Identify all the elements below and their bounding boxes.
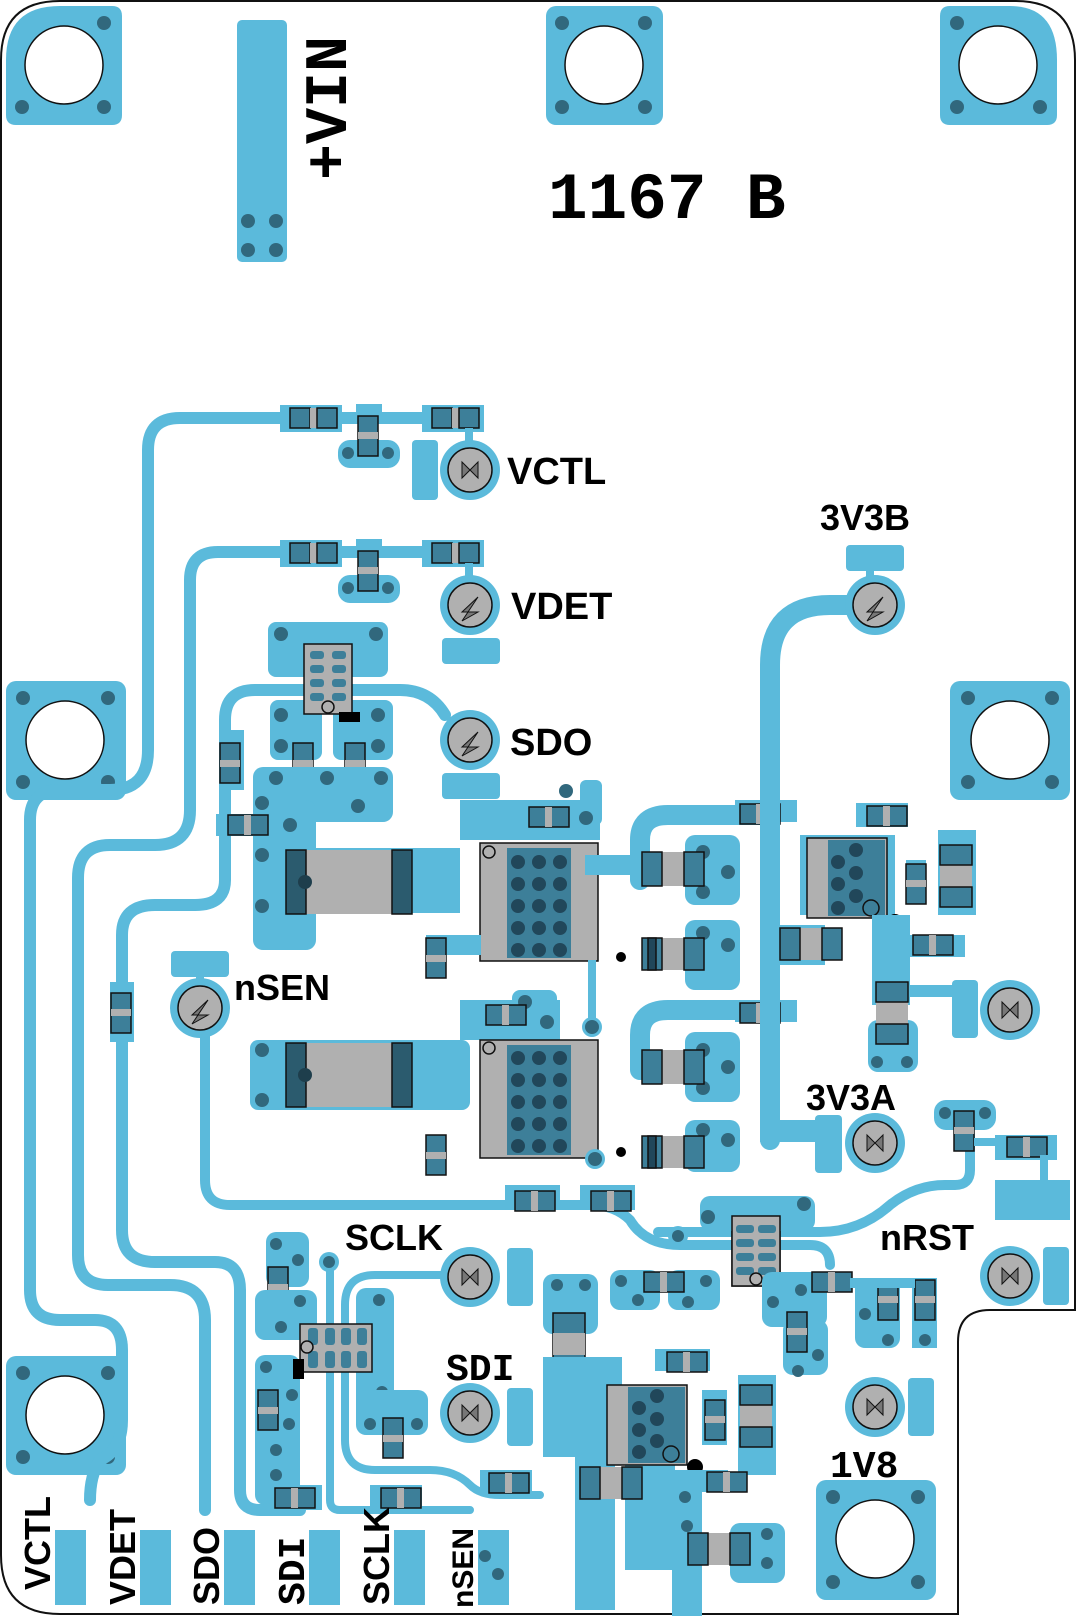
tp-vdet[interactable] — [440, 575, 500, 635]
tp-nsen[interactable] — [170, 978, 230, 1038]
tp-label-3v3a: 3V3A — [806, 1077, 896, 1118]
vin-pad — [237, 20, 287, 262]
rail-3v3b — [760, 545, 978, 1150]
tp-3v3b[interactable] — [845, 575, 905, 635]
sdo-ic-region — [216, 622, 393, 950]
tp-label-nrst: nRST — [880, 1217, 974, 1258]
edge-label-vctl: VCTL — [17, 1496, 58, 1590]
vdet-filter — [280, 539, 500, 664]
tp-unlabeled-right[interactable] — [980, 980, 1040, 1040]
edge-pad-nsen[interactable] — [478, 1530, 509, 1605]
signal-traces — [24, 412, 975, 1516]
tp-label-1v8: 1V8 — [830, 1446, 898, 1489]
ic-u2 — [425, 960, 635, 1212]
vctl-filter — [280, 404, 484, 500]
mounting-hole-top-center — [546, 6, 663, 125]
tp-vctl[interactable] — [440, 440, 500, 500]
rail-1v8 — [543, 1274, 934, 1616]
tp-label-sclk: SCLK — [345, 1217, 443, 1258]
inductor-1 — [285, 848, 460, 915]
mounting-hole-top-left — [6, 6, 122, 125]
tp-sdo[interactable] — [440, 710, 500, 770]
edge-label-sdo: SDO — [186, 1527, 227, 1605]
board-title: 1167 B — [548, 163, 786, 238]
mounting-hole-top-right — [940, 6, 1057, 125]
edge-label-sdi: SDI — [273, 1537, 316, 1605]
tp-3v3a[interactable] — [845, 1113, 905, 1173]
edge-connector — [55, 1530, 509, 1605]
rail-3v3a-pads — [760, 1115, 842, 1173]
mounting-hole-1v8 — [816, 1480, 936, 1600]
edge-pad-vctl[interactable] — [55, 1530, 86, 1605]
edge-pad-sdo[interactable] — [224, 1530, 255, 1605]
edge-pad-sclk[interactable] — [394, 1530, 425, 1605]
tp-sclk[interactable] — [440, 1247, 500, 1307]
tp-1v8[interactable] — [845, 1377, 905, 1437]
vin-label: +VIN — [297, 36, 365, 180]
tp-sdi[interactable] — [440, 1383, 500, 1443]
edge-label-nsen: nSEN — [447, 1528, 480, 1608]
edge-pad-vdet[interactable] — [140, 1530, 171, 1605]
inductor-2 — [250, 1040, 470, 1110]
tp-label-nsen: nSEN — [234, 967, 330, 1008]
level-shifter-region — [255, 1232, 533, 1510]
mounting-hole-bottom-left — [6, 1356, 126, 1475]
tp-label-sdo: SDO — [510, 722, 592, 764]
nrst-region — [610, 1100, 1070, 1377]
sdo-tp-pad — [442, 773, 500, 799]
edge-label-sclk: SCLK — [356, 1507, 397, 1605]
tp-label-vdet: VDET — [511, 586, 612, 628]
tp-label-vctl: VCTL — [507, 451, 606, 493]
tp-label-3v3b: 3V3B — [820, 497, 910, 538]
edge-pad-sdi[interactable] — [309, 1530, 340, 1605]
tp-nrst[interactable] — [980, 1246, 1040, 1306]
mounting-hole-mid-left — [6, 681, 126, 800]
edge-label-vdet: VDET — [102, 1509, 143, 1605]
tp-label-sdi: SDI — [446, 1349, 514, 1392]
mounting-hole-mid-right — [950, 681, 1070, 800]
ic-u1 — [425, 780, 640, 979]
